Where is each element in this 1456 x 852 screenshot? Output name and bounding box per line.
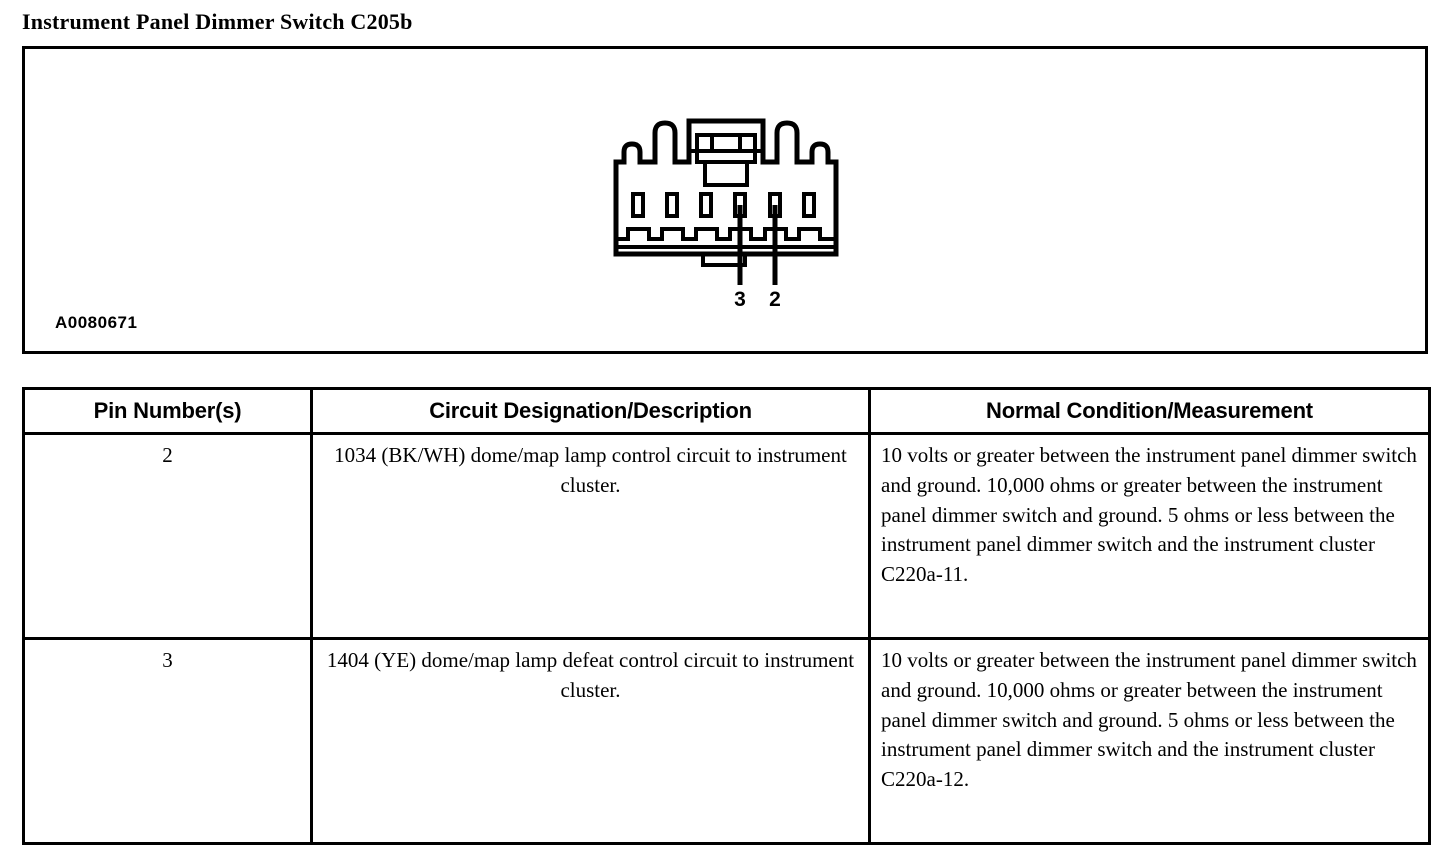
cavity-slot-3	[699, 192, 713, 218]
cell-pin-number: 3	[22, 637, 313, 845]
cell-pin-number: 2	[22, 432, 313, 640]
latch-ribs	[710, 135, 742, 151]
latch-lower-block	[703, 162, 749, 187]
page-title: Instrument Panel Dimmer Switch C205b	[22, 9, 413, 34]
connector-diagram: 3 2	[593, 99, 863, 309]
connector-figure-panel: 3 2 A0080671	[22, 46, 1428, 354]
connector-drawing: 3 2	[613, 118, 839, 309]
figure-id-label: A0080671	[55, 313, 138, 332]
table-row: 2 1034 (BK/WH) dome/map lamp control cir…	[22, 432, 1431, 640]
cavity-slot-6	[802, 192, 816, 218]
table-row: 3 1404 (YE) dome/map lamp defeat control…	[22, 637, 1431, 845]
cell-circuit-description: 1034 (BK/WH) dome/map lamp control circu…	[310, 432, 871, 640]
cavity-slot-1	[631, 192, 645, 218]
pin-specification-table: Pin Number(s) Circuit Designation/Descri…	[22, 387, 1431, 845]
callout-label-pin-2: 2	[769, 288, 781, 309]
retainer-ridge	[616, 227, 836, 241]
table-header-row: Pin Number(s) Circuit Designation/Descri…	[22, 387, 1431, 435]
cell-normal-measurement: 10 volts or greater between the instrume…	[868, 637, 1431, 845]
mounting-tab	[701, 254, 747, 267]
column-header-pin-number: Pin Number(s)	[22, 387, 313, 435]
cell-circuit-description: 1404 (YE) dome/map lamp defeat control c…	[310, 637, 871, 845]
cavity-slot-2	[665, 192, 679, 218]
connector-body-outline	[613, 118, 839, 257]
latch-inner-block	[695, 133, 757, 164]
column-header-normal-condition: Normal Condition/Measurement	[868, 387, 1431, 435]
cell-normal-measurement: 10 volts or greater between the instrume…	[868, 432, 1431, 640]
column-header-circuit-designation: Circuit Designation/Description	[310, 387, 871, 435]
callout-label-pin-3: 3	[734, 288, 746, 309]
